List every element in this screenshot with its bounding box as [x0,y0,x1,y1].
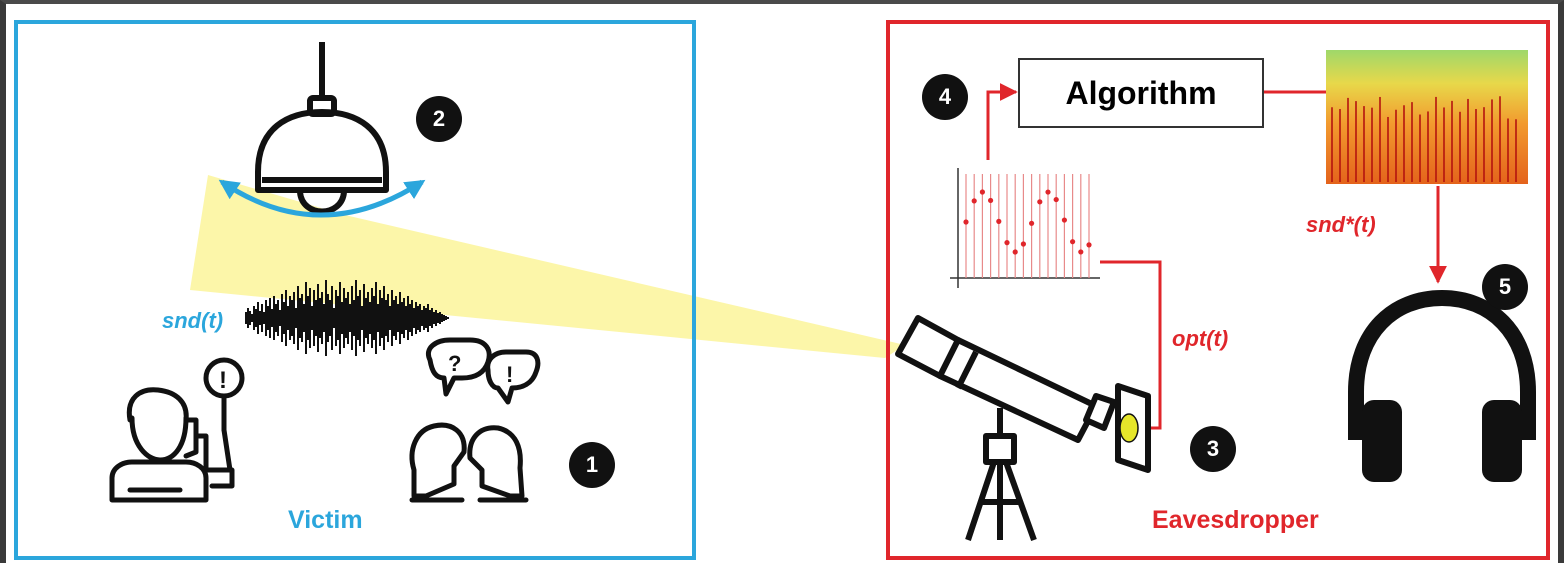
step-badge-1: 1 [569,442,615,488]
recovered-signal-label: snd*(t) [1306,212,1376,238]
algorithm-label: Algorithm [1065,75,1216,112]
step-badge-5: 5 [1482,264,1528,310]
optical-signal-label: opt(t) [1172,326,1228,352]
victim-label: Victim [288,506,363,535]
eavesdropper-label: Eavesdropper [1152,506,1319,535]
step-badge-4: 4 [922,74,968,120]
step-badge-2: 2 [416,96,462,142]
algorithm-box: Algorithm [1018,58,1264,128]
sound-signal-label: snd(t) [162,308,223,334]
step-badge-3: 3 [1190,426,1236,472]
